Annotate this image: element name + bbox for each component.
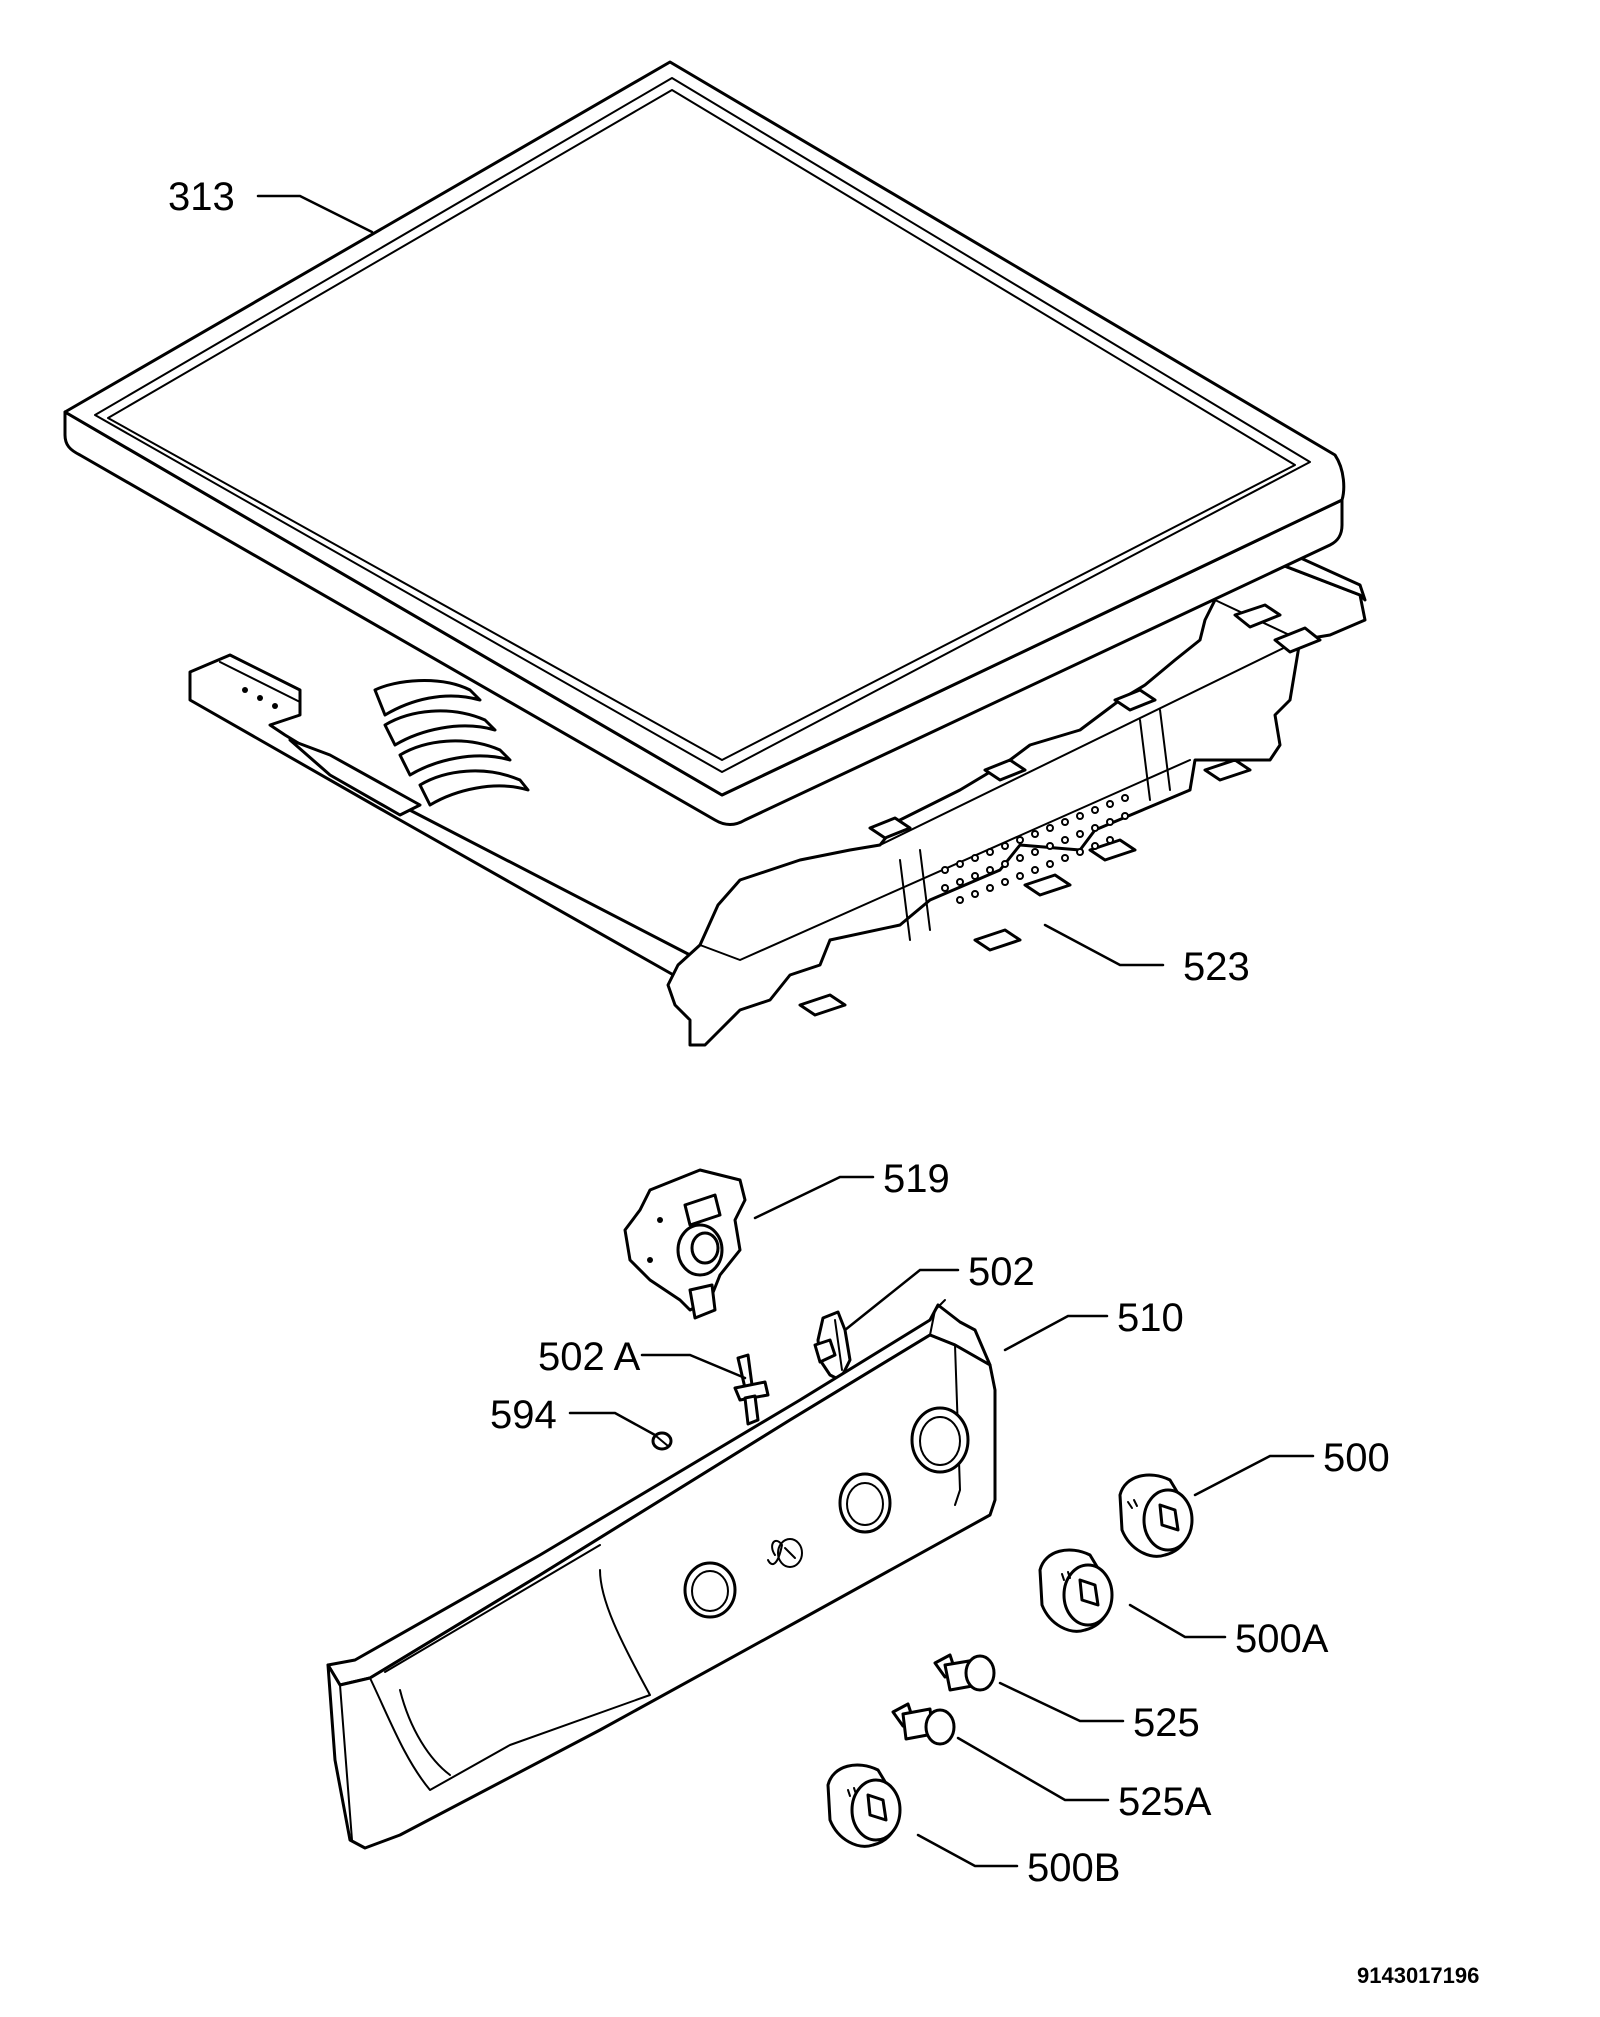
label-523: 523 <box>1183 945 1250 989</box>
leader-502a <box>640 1353 747 1380</box>
label-500: 500 <box>1323 1436 1390 1480</box>
label-500a: 500A <box>1235 1617 1329 1661</box>
label-525a: 525A <box>1118 1780 1212 1824</box>
leader-525a <box>956 1736 1110 1802</box>
label-502a: 502 A <box>538 1335 641 1379</box>
part-502-clip <box>813 1310 852 1382</box>
label-502: 502 <box>968 1250 1035 1294</box>
leader-500 <box>1193 1454 1315 1497</box>
label-500b: 500B <box>1027 1846 1120 1890</box>
part-525-lamp <box>933 1653 996 1692</box>
part-523-frame <box>188 533 1367 1047</box>
leader-594 <box>568 1411 657 1437</box>
leader-500a <box>1128 1603 1227 1639</box>
part-525a-lamp <box>891 1702 956 1746</box>
part-510-fascia <box>326 1299 997 1850</box>
leader-502 <box>843 1268 960 1332</box>
part-313-lid <box>63 60 1346 826</box>
part-502a-clip <box>733 1353 770 1426</box>
part-500a-knob <box>1038 1548 1114 1633</box>
label-525: 525 <box>1133 1701 1200 1745</box>
leader-lines <box>256 194 1315 1868</box>
label-519: 519 <box>883 1157 950 1201</box>
leader-519 <box>753 1175 875 1220</box>
part-500-knob <box>1118 1473 1194 1558</box>
part-500b-knob <box>826 1763 902 1848</box>
label-594: 594 <box>490 1393 557 1437</box>
leader-523 <box>1043 923 1165 967</box>
drawing-code: 9143017196 <box>1357 1963 1479 1988</box>
part-519-bracket <box>623 1168 747 1320</box>
label-313: 313 <box>168 175 235 219</box>
leader-510 <box>1003 1314 1109 1352</box>
leader-500b <box>916 1833 1019 1868</box>
label-510: 510 <box>1117 1296 1184 1340</box>
part-labels: 313 523 519 502 510 502 A 594 500 500A 5… <box>168 175 1479 1988</box>
leader-525 <box>998 1681 1125 1723</box>
leader-313 <box>256 194 374 234</box>
vent-holes <box>941 794 1129 904</box>
part-594-screw <box>651 1431 673 1451</box>
